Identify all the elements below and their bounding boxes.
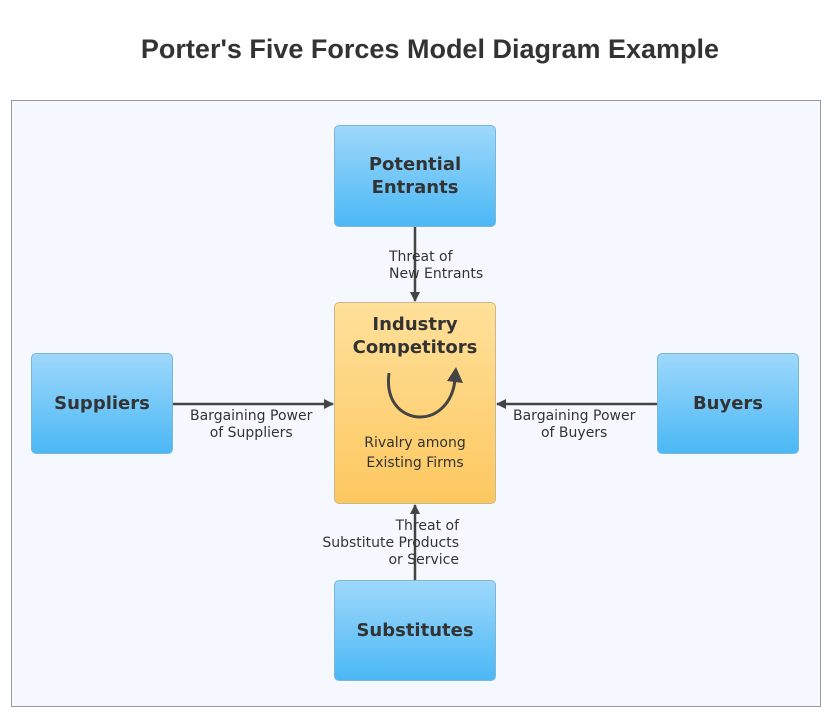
node-label: Substitutes (356, 620, 474, 641)
label-threat-substitutes: Threat of Substitute Products or Service (322, 518, 459, 568)
node-buyers: Buyers (657, 353, 799, 454)
node-industry-competitors: Industry Competitors Rivalry among Exist… (334, 302, 496, 504)
center-title: Industry Competitors (352, 314, 478, 358)
node-label: Suppliers (54, 393, 150, 414)
node-suppliers: Suppliers (31, 353, 173, 454)
node-potential-entrants: Potential Entrants (334, 125, 496, 227)
node-label: Potential Entrants (368, 154, 462, 198)
center-subtitle: Rivalry among Existing Firms (364, 435, 466, 471)
node-substitutes: Substitutes (334, 580, 496, 681)
page-title: Porter's Five Forces Model Diagram Examp… (140, 34, 720, 64)
label-threat-new-entrants: Threat of New Entrants (389, 249, 484, 282)
label-buyer-power: Bargaining Power of Buyers (513, 408, 636, 441)
node-label: Buyers (692, 393, 764, 414)
rivalry-cycle-icon (387, 367, 463, 419)
label-supplier-power: Bargaining Power of Suppliers (190, 408, 313, 441)
